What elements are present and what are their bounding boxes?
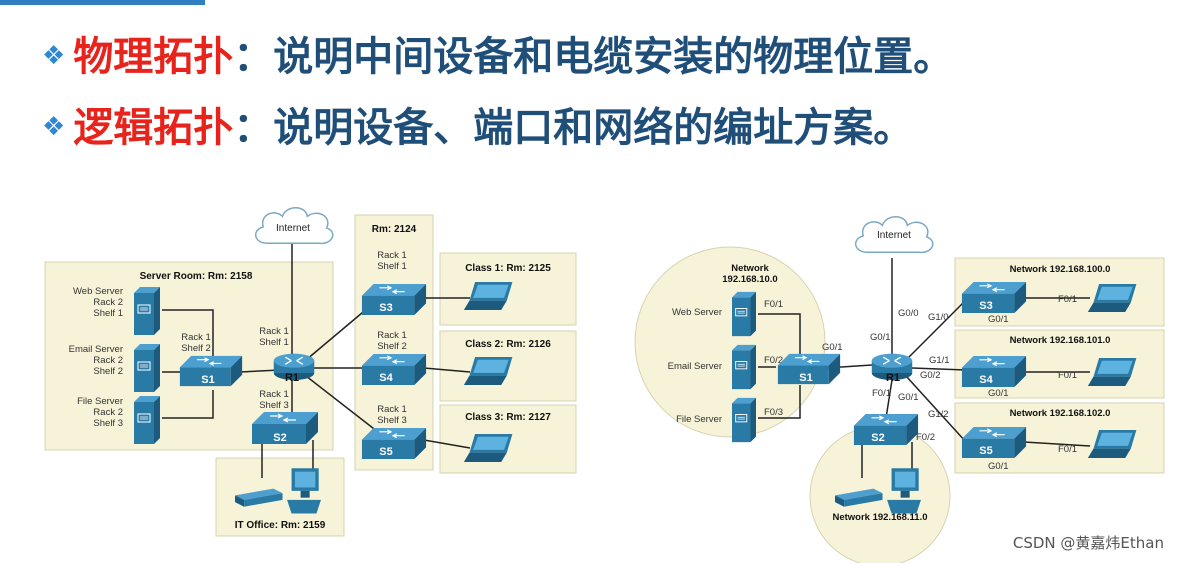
s3-label: S3: [379, 302, 392, 314]
r1-g02-label: G0/2: [920, 370, 941, 381]
it-office-label: IT Office: Rm: 2159: [235, 520, 326, 531]
s3-label: S3: [979, 300, 992, 312]
server-shelf: Shelf 2: [93, 366, 123, 377]
slide-top-accent-bar: [0, 0, 205, 5]
server-name: File Server: [77, 396, 123, 407]
s3-shelf-label: Shelf 1: [377, 261, 407, 272]
bullet-physical-topology: ❖物理拓扑：说明中间设备和电缆安装的物理位置。: [42, 32, 953, 81]
server-room-label: Server Room: Rm: 2158: [140, 271, 253, 282]
r1-g01-label: G0/1: [870, 332, 891, 343]
s5-shelf-label: Shelf 3: [377, 415, 407, 426]
s5-g01-label: G0/1: [988, 461, 1009, 472]
server-shelf: Shelf 1: [93, 308, 123, 319]
s3-rack-label: Rack 1: [377, 250, 407, 261]
internet-label: Internet: [276, 223, 310, 234]
class3-label: Class 3: Rm: 2127: [465, 412, 551, 423]
s1-g01-label: G0/1: [822, 342, 843, 353]
r1-g11-label: G1/1: [929, 355, 950, 366]
s3-f01-label: F0/1: [1058, 294, 1077, 305]
source-credit: CSDN @黄嘉炜Ethan: [1012, 534, 1164, 552]
class2-label: Class 2: Rm: 2126: [465, 339, 551, 350]
diamond-bullet-icon: ❖: [42, 41, 66, 71]
server-icon: [133, 343, 161, 393]
diamond-bullet-icon: ❖: [42, 112, 66, 142]
network-11-label: Network 192.168.11.0: [832, 512, 927, 523]
bullet-logical-topology: ❖逻辑拓扑：说明设备、端口和网络的编址方案。: [42, 103, 913, 152]
s4-label: S4: [379, 372, 393, 384]
web-server-group: Web Server Rack 2 Shelf 1: [73, 286, 161, 336]
s4-shelf-label: Shelf 2: [377, 341, 407, 352]
s4-label: S4: [979, 374, 993, 386]
logical-topology-description: ：说明设备、端口和网络的编址方案。: [233, 105, 914, 151]
network-10-circle: [634, 246, 826, 438]
s1-rack-label: Rack 1: [181, 332, 211, 343]
switch-s5-icon: [961, 426, 1027, 459]
internet-label: Internet: [877, 230, 911, 241]
switch-s3-icon: [361, 283, 427, 316]
server-rack: Rack 2: [93, 297, 123, 308]
s2-label: S2: [273, 432, 286, 444]
server-name: Email Server: [69, 344, 123, 355]
r1-g01b-label: G0/1: [898, 392, 919, 403]
physical-topology-term: 物理拓扑: [73, 34, 234, 80]
email-server-group: Email Server Rack 2 Shelf 2: [69, 343, 161, 393]
web-server-icon: [731, 291, 757, 337]
r1-shelf-label: Shelf 1: [259, 337, 289, 348]
s2-f02-label: F0/2: [916, 432, 935, 443]
r1-g12-label: G1/2: [928, 409, 949, 420]
r1-f01-label: F0/1: [872, 388, 891, 399]
server-icon: [133, 286, 161, 336]
s2-shelf-label: Shelf 3: [259, 400, 289, 411]
r1-g10-label: G1/0: [928, 312, 949, 323]
s5-label: S5: [379, 446, 392, 458]
server-name: Web Server: [73, 286, 123, 297]
network-10-title: Network: [731, 263, 769, 274]
logical-cables: [758, 258, 1091, 478]
s4-rack-label: Rack 1: [377, 330, 407, 341]
s1-label: S1: [201, 374, 214, 386]
server-rack: Rack 2: [93, 355, 123, 366]
s5-rack-label: Rack 1: [377, 404, 407, 415]
s1-label: S1: [799, 372, 812, 384]
email-server-icon: [731, 344, 757, 390]
r1-g00-label: G0/0: [898, 308, 919, 319]
switch-s3-icon: [961, 281, 1027, 314]
port-f02-label: F0/2: [764, 355, 783, 366]
s4-g01-label: G0/1: [988, 388, 1009, 399]
s2-rack-label: Rack 1: [259, 389, 289, 400]
s3-g01-label: G0/1: [988, 314, 1009, 325]
class1-label: Class 1: Rm: 2125: [465, 263, 551, 274]
physical-topology-description: ：说明中间设备和电缆安装的物理位置。: [233, 34, 954, 80]
file-server-icon: [731, 397, 757, 443]
r1-label: R1: [285, 372, 299, 384]
file-server-group: File Server Rack 2 Shelf 3: [77, 395, 161, 445]
switch-s4-icon: [961, 355, 1027, 388]
network-102-label: Network 192.168.102.0: [1010, 408, 1111, 419]
email-server-label: Email Server: [668, 361, 722, 372]
server-shelf: Shelf 3: [93, 418, 123, 429]
s5-f01-label: F0/1: [1058, 444, 1077, 455]
network-10-address: 192.168.10.0: [722, 274, 777, 285]
switch-s2-icon: [853, 413, 919, 446]
s2-label: S2: [871, 432, 884, 444]
network-101-label: Network 192.168.101.0: [1010, 335, 1111, 346]
port-f03-label: F0/3: [764, 407, 783, 418]
r1-label: R1: [886, 372, 900, 384]
logical-topology-term: 逻辑拓扑: [73, 105, 234, 151]
web-server-label: Web Server: [672, 307, 722, 318]
switch-s4-icon: [361, 353, 427, 386]
rm-2124-panel: [354, 214, 434, 471]
rm-2124-label: Rm: 2124: [372, 224, 417, 235]
server-rack: Rack 2: [93, 407, 123, 418]
s5-label: S5: [979, 445, 992, 457]
switch-s5-icon: [361, 427, 427, 460]
s1-shelf-label: Shelf 2: [181, 343, 211, 354]
s4-f01-label: F0/1: [1058, 370, 1077, 381]
r1-rack-label: Rack 1: [259, 326, 289, 337]
port-f01-label: F0/1: [764, 299, 783, 310]
network-100-label: Network 192.168.100.0: [1010, 264, 1111, 275]
file-server-label: File Server: [676, 414, 722, 425]
server-icon: [133, 395, 161, 445]
